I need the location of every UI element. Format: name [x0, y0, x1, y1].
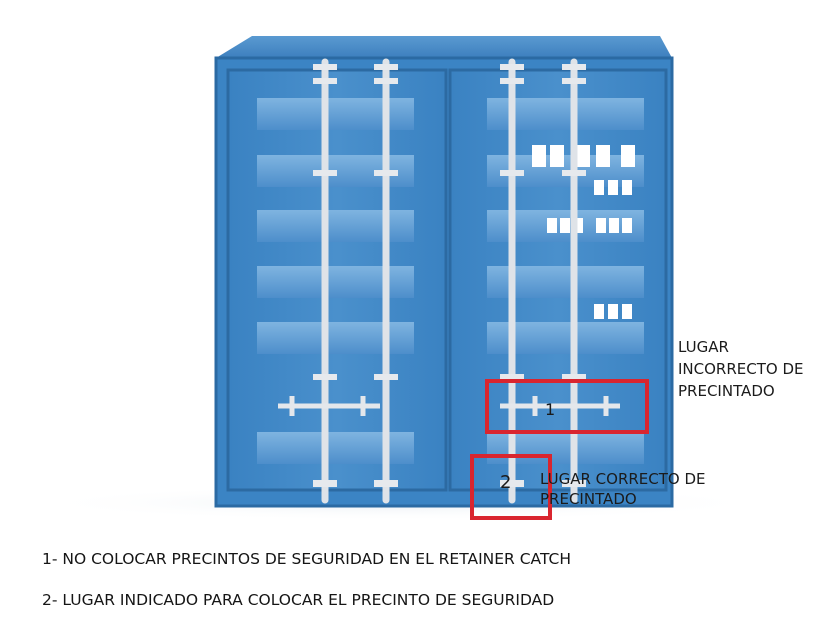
bar-brackets: [313, 64, 586, 487]
incorrect-place-box: [485, 379, 649, 434]
container-code-marks: [532, 145, 635, 319]
incorrect-place-label: LUGAR INCORRECTO DE PRECINTADO: [678, 338, 804, 400]
correct-place-box: [470, 454, 552, 520]
door-handles: [278, 396, 620, 416]
marker-number-2: 2: [500, 472, 512, 493]
marker-number-1: 1: [545, 400, 556, 419]
note-line-2: 2- LUGAR INDICADO PARA COLOCAR EL PRECIN…: [42, 591, 555, 609]
note-line-1: 1- NO COLOCAR PRECINTOS DE SEGURIDAD EN …: [42, 550, 571, 568]
container-roof: [216, 36, 672, 58]
locking-bars: [321, 58, 578, 504]
correct-place-label: LUGAR CORRECTO DE PRECINTADO: [540, 470, 706, 508]
